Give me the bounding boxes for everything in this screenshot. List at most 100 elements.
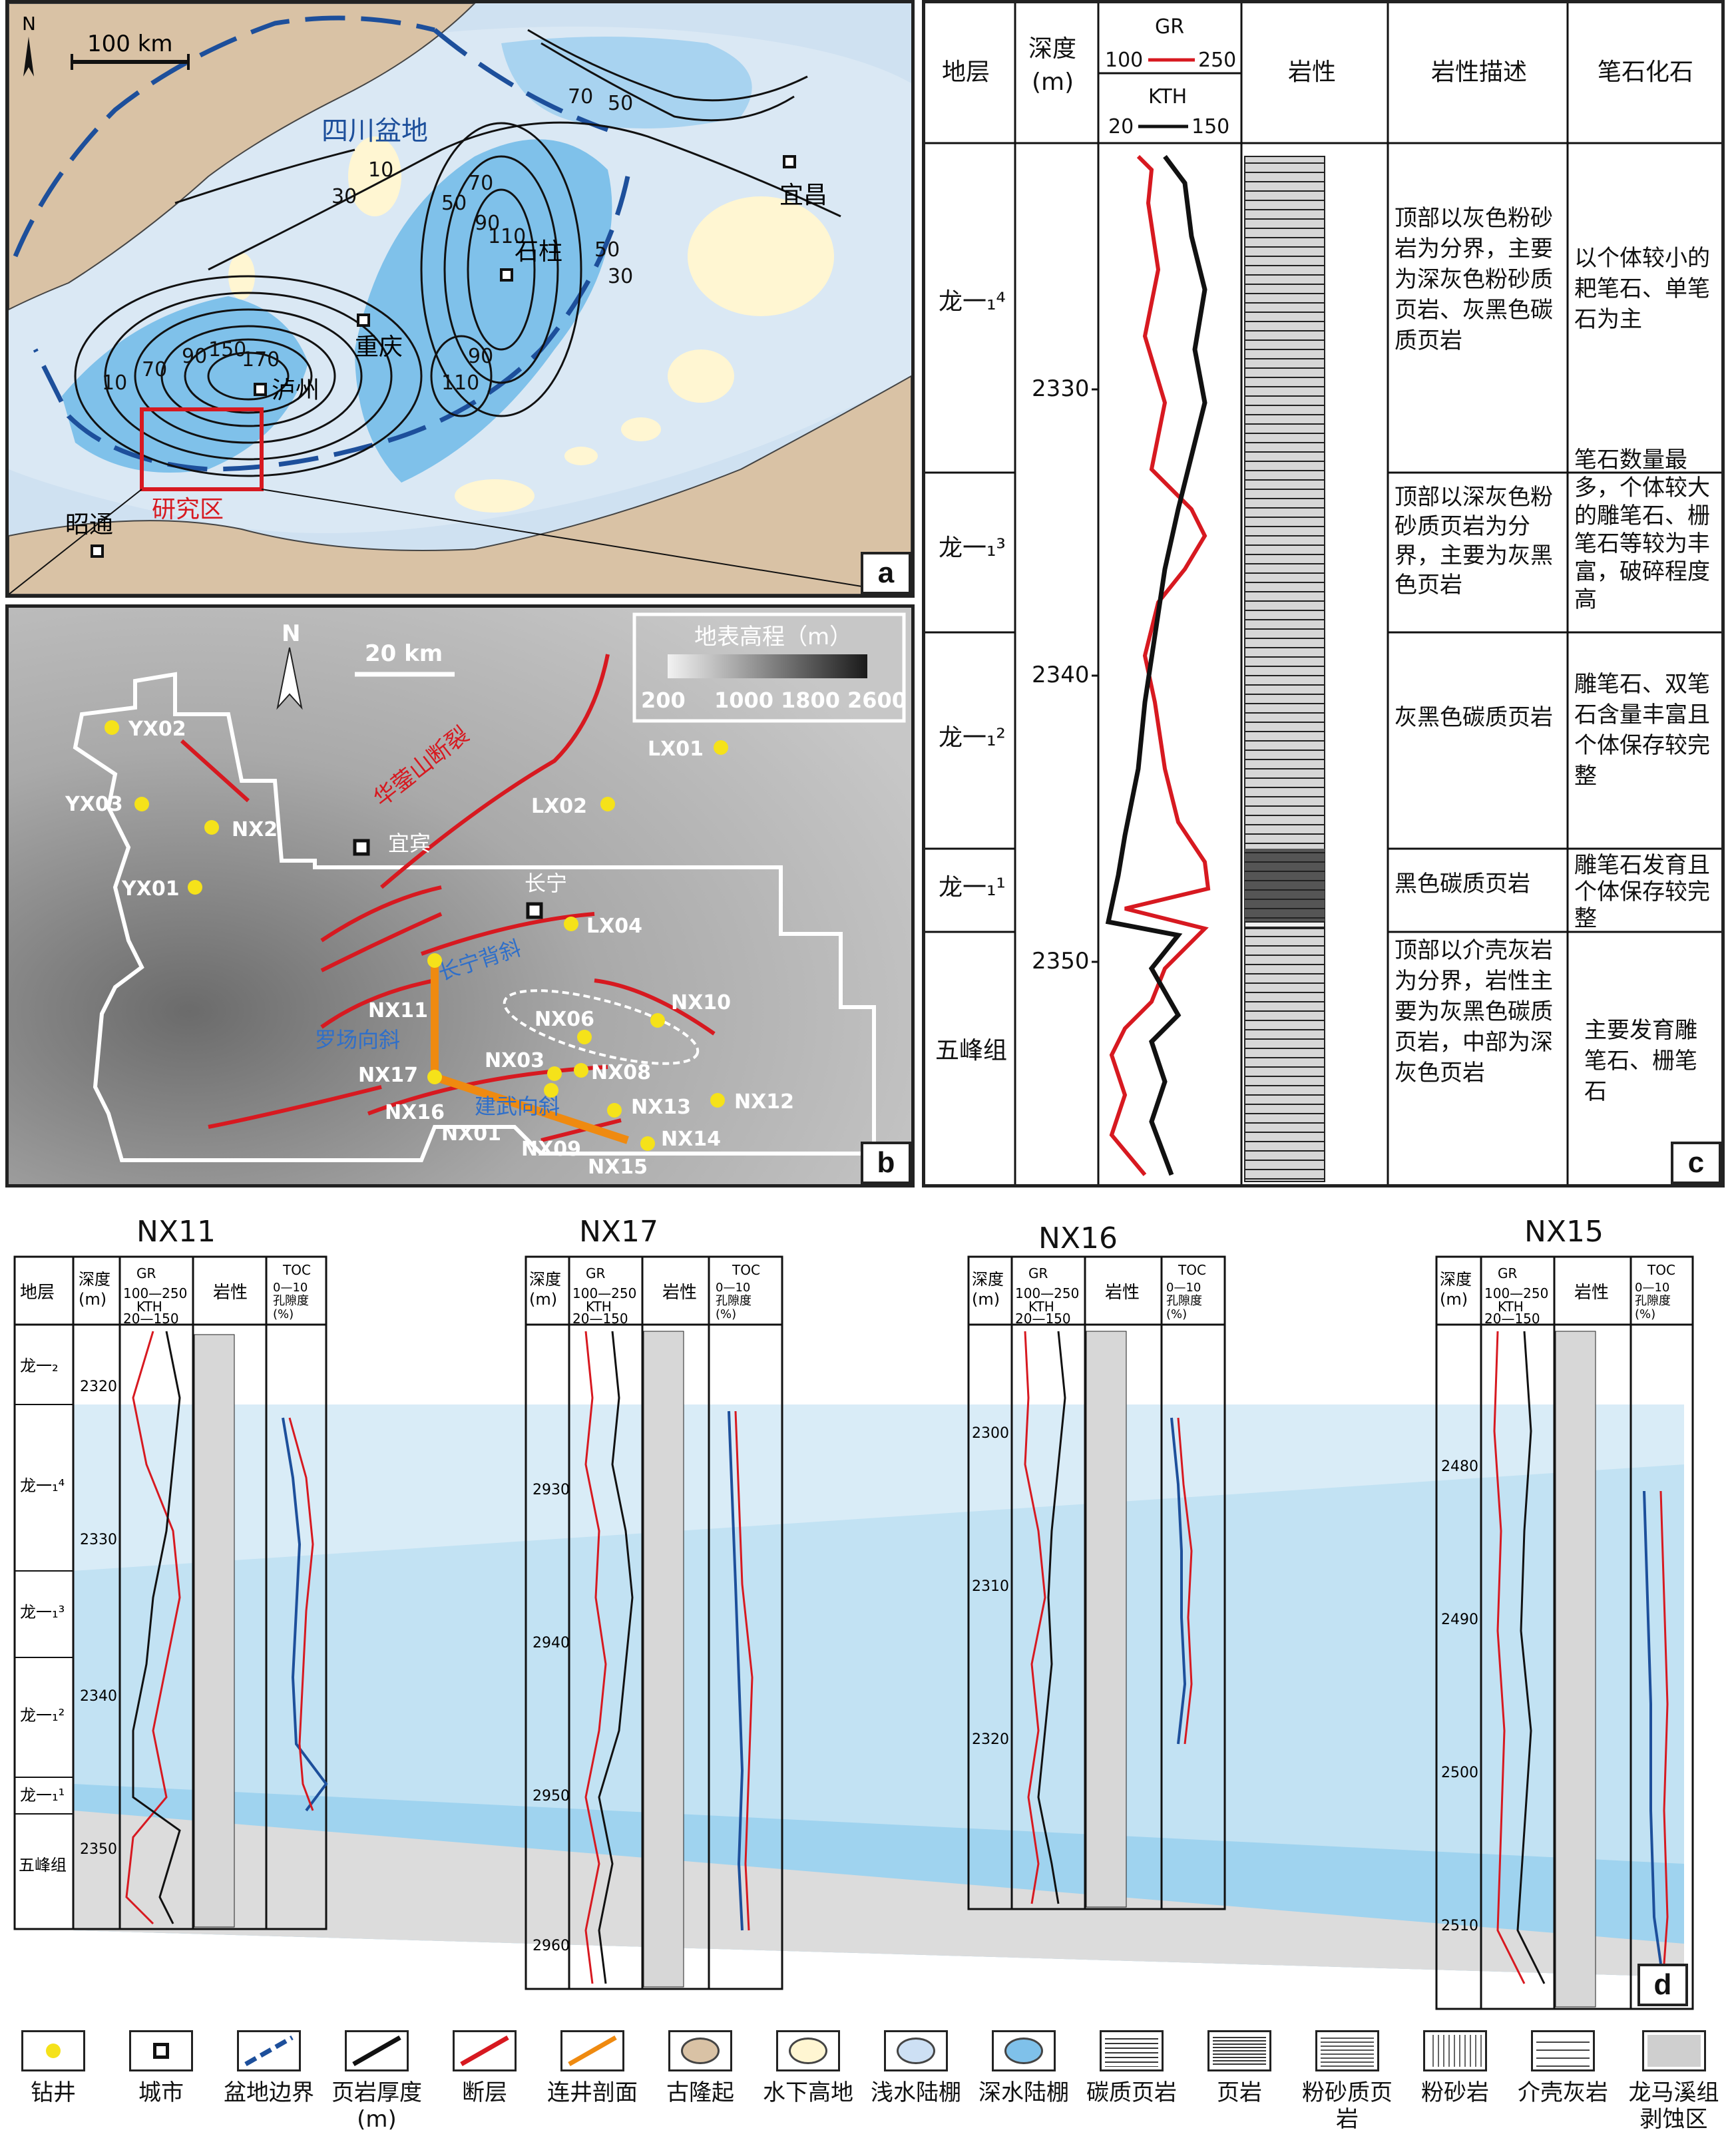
depth-tick: 2480: [1441, 1458, 1478, 1475]
header-gr-min: 100: [1105, 49, 1143, 72]
well-label: NX08: [591, 1061, 651, 1084]
unit-fossil: 主要发育雕笔石、栅笔石: [1584, 1017, 1697, 1105]
contour-label: 90: [182, 345, 207, 368]
kth-range: 20—150: [572, 1311, 628, 1327]
depth-unit: (m): [1440, 1290, 1468, 1309]
depth-tick: 2330: [80, 1532, 117, 1548]
city-label: 石柱: [515, 238, 562, 266]
siltstone-icon: [1428, 2035, 1482, 2067]
poro-label: 孔隙度: [716, 1294, 752, 1308]
poro-label: 孔隙度: [1635, 1294, 1671, 1308]
contour-label: 50: [608, 92, 633, 115]
city-markers: 宜昌 石柱 重庆 泸州 昭通: [65, 155, 827, 558]
unit-desc: 顶部以灰色粉砂岩为分界，主要为深灰色粉砂质页岩、灰黑色碳质页岩: [1395, 205, 1553, 354]
toc-label: TOC: [282, 1262, 311, 1278]
well-label: NX14: [661, 1128, 721, 1151]
elevation-legend-title: 地表高程（m）: [694, 624, 852, 650]
poro-unit: (%): [273, 1307, 294, 1321]
poro-unit: (%): [716, 1307, 736, 1321]
legend-item-siltstone: 粉砂岩: [1402, 2030, 1508, 2106]
contour-label: 110: [441, 371, 479, 395]
gr-range: 100—250: [572, 1285, 636, 1301]
well-nx17: 深度 (m) GR 100—250 KTH 20—150 岩性 TOC 0—10…: [525, 1255, 783, 1990]
unit-name: 五峰组: [935, 1037, 1007, 1064]
depth-tick: 2310: [972, 1578, 1009, 1595]
unit-fossil: 雕笔石、双笔石含量丰富且个体保存较完整: [1574, 671, 1710, 789]
depth-unit: (m): [79, 1290, 107, 1309]
toc-range: 0—10: [1635, 1281, 1669, 1295]
legend: 钻井 城市 盆地边界 页岩厚度(m) 断层 连井剖面 古隆起 水下高地 浅水陆棚…: [0, 2024, 1730, 2156]
unit-name: 龙一₁³: [939, 535, 1006, 562]
city-icon: [357, 314, 370, 327]
panel-label-d: d: [1637, 1964, 1688, 2006]
contour-label: 10: [102, 371, 127, 395]
panel-label-c: c: [1671, 1142, 1721, 1184]
panel-a-regional-map: 10 70 90 150 170 30 10 50 70 90 110 90 1…: [5, 0, 915, 598]
gr-label: GR: [1498, 1265, 1517, 1281]
kth-range: 20—150: [123, 1311, 179, 1327]
kth-label: KTH: [586, 1299, 612, 1315]
contour-label: 90: [475, 212, 500, 235]
city-icon: [526, 902, 543, 919]
panel-c-well-column: 地层 深度 (m) GR 100 250 KTH 20 150 岩性 岩性描述 …: [922, 0, 1725, 1187]
orange-line-icon: [568, 2035, 617, 2067]
gr-label: GR: [1028, 1265, 1048, 1281]
contour-label: 150: [208, 338, 246, 361]
poro-label: 孔隙度: [1166, 1294, 1202, 1308]
structure-label: 罗场向斜: [315, 1027, 400, 1052]
header-kth: KTH: [1148, 85, 1187, 108]
city-label: 泸州: [272, 377, 320, 404]
legend-item-city: 城市: [108, 2030, 214, 2106]
panel-d-well-correlation: NX11 NX17 NX16 NX15 地层 深度 (m) GR 100—250…: [0, 1198, 1730, 2024]
legend-item-shale: 页岩: [1186, 2030, 1293, 2106]
layer-header: 地层: [20, 1283, 55, 1303]
city-label: 宜宾: [388, 831, 431, 856]
contour-label: 50: [594, 238, 620, 262]
north-arrow-icon: [23, 37, 34, 77]
north-arrow-icon: [276, 647, 303, 710]
legend-item-shell-limestone: 介壳灰岩: [1510, 2030, 1616, 2106]
depth-tick: 2350: [1032, 948, 1090, 974]
panel-label-a: a: [861, 552, 911, 594]
gr-range: 100—250: [1015, 1285, 1079, 1301]
unit-desc: 顶部以介壳灰岩为分界，岩性主要为灰黑色碳质页岩，中部为深灰色页岩: [1395, 937, 1553, 1086]
depth-tick: 2940: [533, 1635, 570, 1651]
north-label: N: [282, 620, 300, 647]
gr-range: 100—250: [123, 1285, 187, 1301]
toc-label: TOC: [1178, 1262, 1206, 1278]
north-label: N: [22, 13, 36, 35]
depth-header: 深度: [529, 1270, 561, 1289]
well-nx16: 深度 (m) GR 100—250 KTH 20—150 岩性 TOC 0—10…: [967, 1255, 1226, 1910]
well-label: NX01: [441, 1122, 501, 1146]
lith-header: 岩性: [1105, 1283, 1140, 1303]
city-icon: [783, 155, 796, 168]
silty-shale-icon: [1321, 2035, 1374, 2067]
header-depth: 深度: [1028, 35, 1076, 63]
gr-range: 100—250: [1484, 1285, 1548, 1301]
lith-header: 岩性: [662, 1283, 697, 1303]
well-column-svg: 地层 深度 (m) GR 100 250 KTH 20 150 岩性 岩性描述 …: [925, 3, 1721, 1184]
depth-tick: 2490: [1441, 1612, 1478, 1628]
well-label: NX15: [588, 1156, 648, 1179]
panel-label-b: b: [861, 1142, 911, 1184]
contour-label: 70: [568, 85, 593, 108]
well-label: NX16: [385, 1101, 445, 1124]
well-label: LX02: [531, 795, 587, 818]
contour-label: 110: [488, 225, 526, 248]
red-line-icon: [460, 2035, 509, 2067]
depth-tick: 2500: [1441, 1765, 1478, 1781]
header-lith: 岩性: [1288, 59, 1336, 86]
contour-label: 70: [142, 358, 167, 381]
well-label: NX09: [521, 1138, 581, 1161]
panel-b-elevation-map: 地表高程（m） 200 1000 1800 2600 N 20 km 华蓥山断裂…: [5, 604, 915, 1187]
layer-name: 龙一₁¹: [20, 1786, 65, 1805]
well-label: NX13: [631, 1096, 691, 1119]
gr-label: GR: [136, 1265, 156, 1281]
header-kth-min: 20: [1108, 115, 1134, 138]
correlation-svg: NX11 NX17 NX16 NX15 地层 深度 (m) GR 100—250…: [13, 1215, 1694, 2010]
kth-label: KTH: [1028, 1299, 1054, 1315]
legend-item-deep-shelf: 深水陆棚: [971, 2030, 1077, 2106]
depth-tick: 2320: [80, 1379, 117, 1395]
header-depth-unit: (m): [1032, 69, 1074, 96]
legend-item-shallow-shelf: 浅水陆棚: [863, 2030, 969, 2106]
